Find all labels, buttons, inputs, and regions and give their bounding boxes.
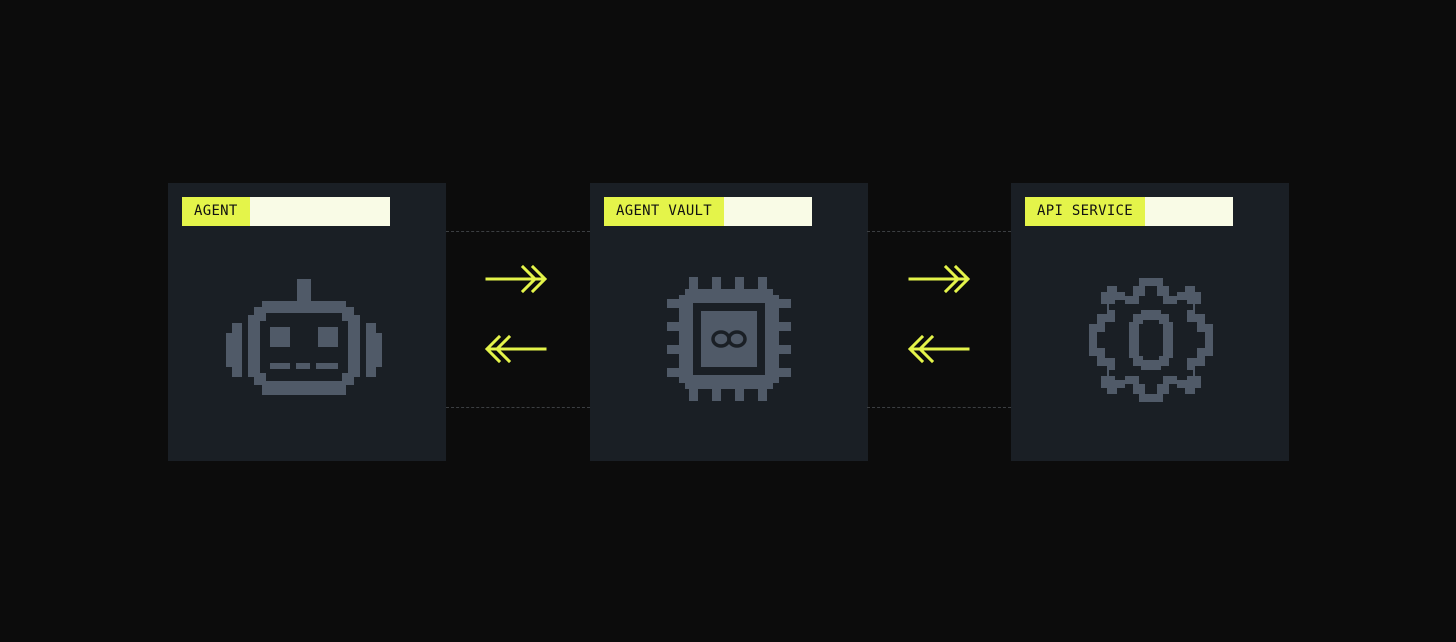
agent-label-bar: AGENT [182, 197, 390, 226]
connector-vault-api [867, 231, 1011, 408]
agent-label: AGENT [182, 197, 250, 226]
agent-card: AGENT [168, 183, 446, 461]
double-arrow-right-icon [485, 264, 549, 298]
agent-vault-label: AGENT VAULT [604, 197, 725, 226]
agent-vault-card: AGENT VAULT [590, 183, 868, 461]
robot-icon [226, 277, 382, 397]
chip-icon [667, 277, 791, 401]
connector-agent-vault [446, 231, 590, 408]
api-service-label: API SERVICE [1025, 197, 1146, 226]
dashed-line-top [446, 231, 590, 232]
api-service-card: API SERVICE [1011, 183, 1289, 461]
dashed-line-bottom [867, 407, 1011, 408]
api-service-label-bar: API SERVICE [1025, 197, 1233, 226]
dashed-line-bottom [446, 407, 590, 408]
gear-icon [1087, 276, 1215, 404]
agent-vault-label-bar: AGENT VAULT [604, 197, 812, 226]
double-arrow-left-icon [483, 334, 547, 368]
dashed-line-top [867, 231, 1011, 232]
double-arrow-right-icon [908, 264, 972, 298]
double-arrow-left-icon [906, 334, 970, 368]
